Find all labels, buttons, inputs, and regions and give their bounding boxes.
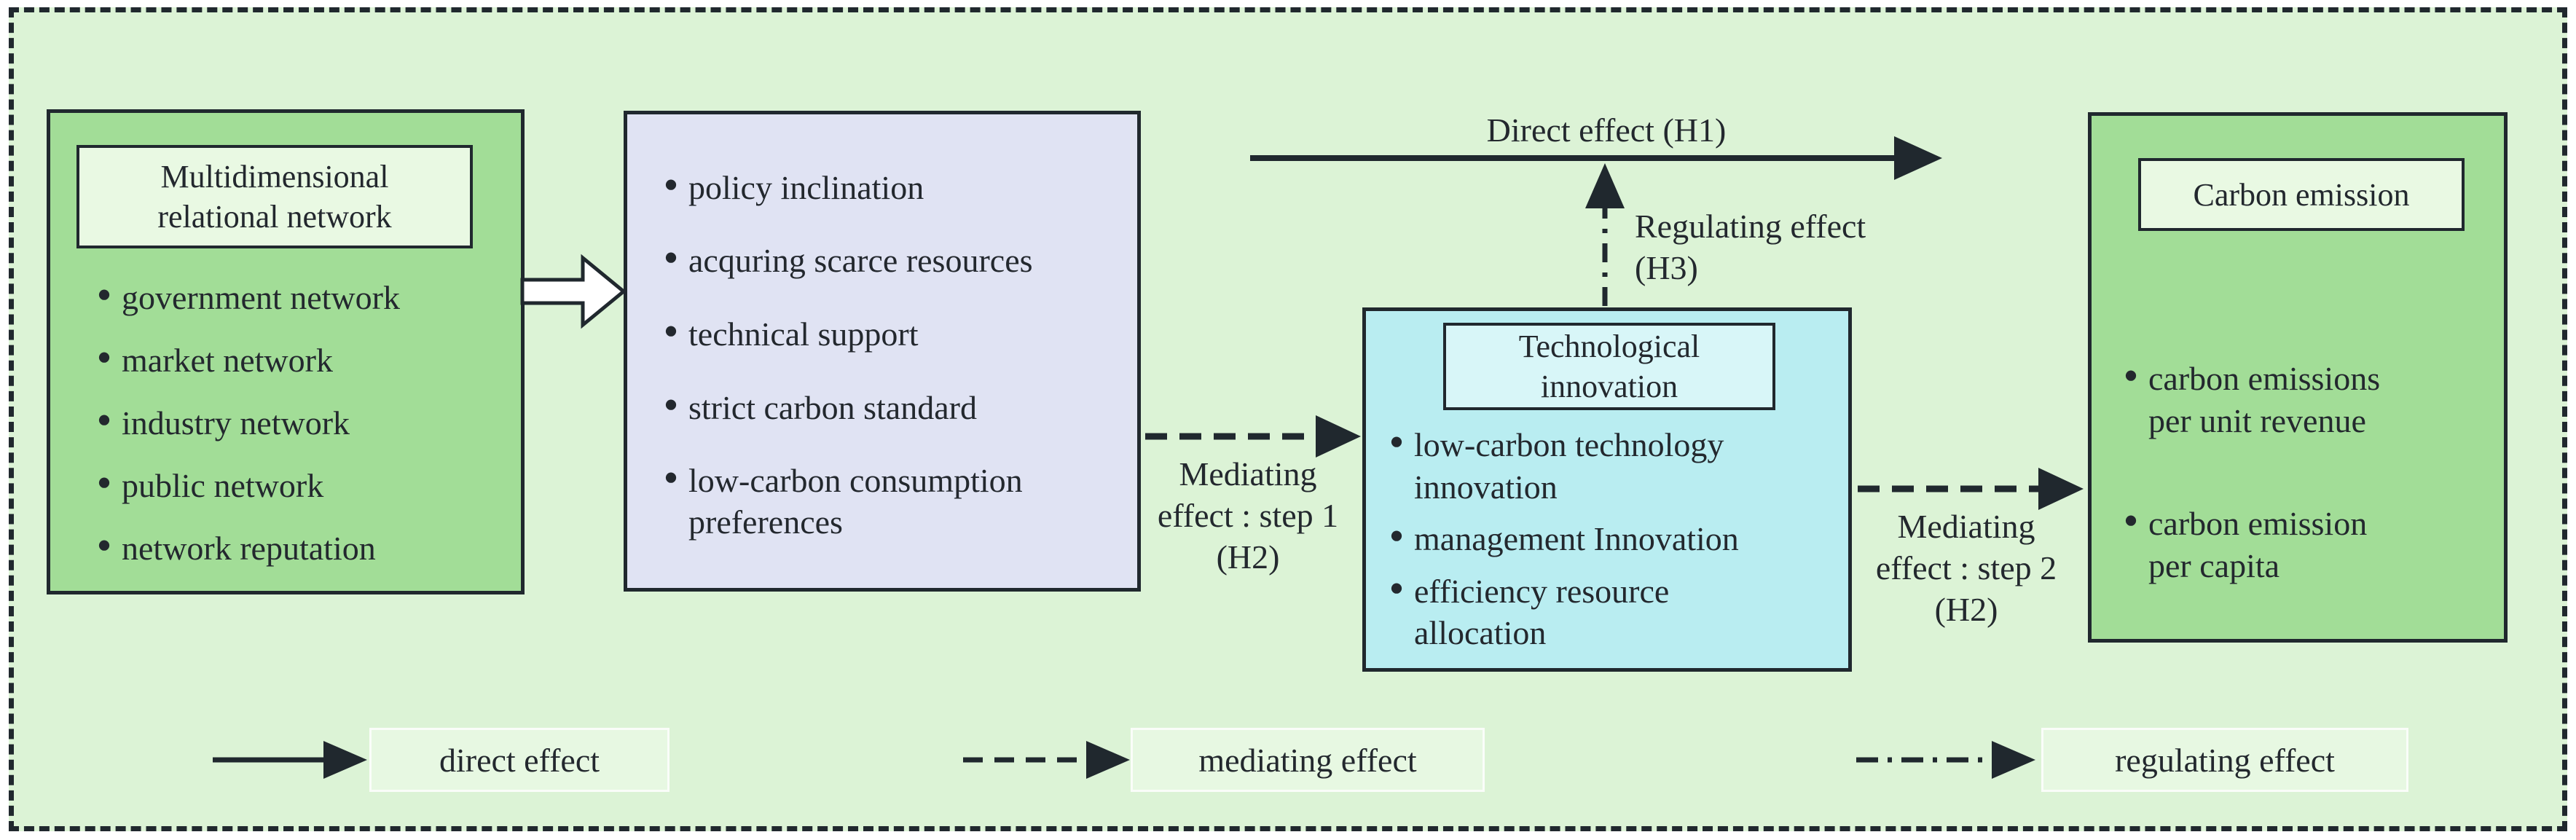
list-item: ● network reputation [97, 527, 509, 569]
bullet-icon: ● [664, 390, 678, 417]
network-item-list: ● government network ● market network ● indus… [97, 266, 509, 580]
mediating-step1-label: Mediating effect : step 1 (H2) [1120, 453, 1375, 578]
bullet-icon: ● [2124, 506, 2138, 534]
list-item: ● technical support [664, 313, 1127, 355]
legend-mediating-label-box: mediating effect [1131, 728, 1485, 792]
bullet-icon: ● [664, 170, 678, 197]
mediating-step1-label-line3: (H2) [1216, 538, 1280, 576]
bullet-icon: ● [97, 280, 111, 307]
list-item-text: network reputation [122, 530, 376, 568]
mediating-step1-label-line1: Mediating [1179, 455, 1317, 492]
list-item: ● management Innovation [1389, 518, 1842, 560]
innovation-title-line1: Technological [1518, 329, 1700, 364]
mediating-step1-label-line2: effect : step 1 [1157, 497, 1339, 535]
list-item: ● government network [97, 277, 509, 318]
bullet-icon: ● [664, 463, 678, 491]
network-box-title: Multidimensional relational network [76, 145, 473, 248]
mediators-item-list: ● policy inclination ● acquring scarce reso… [664, 151, 1127, 559]
legend-direct-label-box: direct effect [369, 728, 669, 792]
list-item-text: policy inclination [688, 168, 924, 206]
emission-title: Carbon emission [2193, 176, 2410, 213]
bullet-icon: ● [664, 243, 678, 271]
bullet-icon: ● [97, 405, 111, 433]
list-item: ● market network [97, 339, 509, 381]
network-title-line1: Multidimensional [160, 159, 389, 195]
regulating-effect-label: Regulating effect (H3) [1635, 205, 1948, 288]
list-item: ● public network [97, 465, 509, 506]
regulating-effect-label-line1: Regulating effect [1635, 208, 1866, 245]
list-item: ● policy inclination [664, 167, 1127, 208]
list-item-text: government network [122, 278, 400, 316]
mediating-step2-label-line3: (H2) [1934, 591, 1998, 629]
emission-box-title: Carbon emission [2138, 158, 2465, 231]
legend-regulating-label-box: regulating effect [2041, 728, 2408, 792]
list-item-text: acquring scarce resources [688, 242, 1033, 280]
list-item-text: technical support [688, 315, 919, 353]
bullet-icon: ● [1389, 574, 1404, 602]
mediating-step2-label-line2: effect : step 2 [1875, 549, 2057, 587]
legend-direct-label: direct effect [439, 741, 600, 779]
innovation-box: Technological innovation ● low-carbon tec… [1362, 307, 1852, 672]
innovation-title-line2: innovation [1540, 369, 1678, 404]
legend-regulating-label: regulating effect [2115, 741, 2335, 779]
direct-effect-label: Direct effect (H1) [1486, 111, 1727, 149]
mediating-step2-label: Mediating effect : step 2 (H2) [1839, 506, 2094, 630]
innovation-box-title: Technological innovation [1443, 323, 1775, 410]
regulating-effect-label-line2: (H3) [1635, 249, 1698, 287]
list-item-text: market network [122, 341, 333, 379]
bullet-icon: ● [2124, 361, 2138, 389]
list-item-text: industry network [122, 404, 350, 441]
list-item: ● strict carbon standard [664, 387, 1127, 428]
bullet-icon: ● [664, 316, 678, 344]
bullet-icon: ● [97, 531, 111, 559]
list-item-text: strict carbon standard [688, 388, 977, 426]
bullet-icon: ● [1389, 428, 1404, 455]
list-item: ● industry network [97, 402, 509, 444]
bullet-icon: ● [97, 468, 111, 496]
network-title-line2: relational network [157, 199, 392, 235]
mediators-box: ● policy inclination ● acquring scarce reso… [624, 111, 1141, 592]
network-box: Multidimensional relational network ● gov… [47, 109, 525, 594]
bullet-icon: ● [97, 342, 111, 370]
mediating-step2-label-line1: Mediating [1897, 508, 2035, 545]
list-item-text: management Innovation [1414, 520, 1739, 558]
bullet-icon: ● [1389, 522, 1404, 549]
list-item-text: public network [122, 467, 324, 505]
legend-mediating-label: mediating effect [1198, 741, 1417, 779]
list-item: ● acquring scarce resources [664, 240, 1127, 281]
